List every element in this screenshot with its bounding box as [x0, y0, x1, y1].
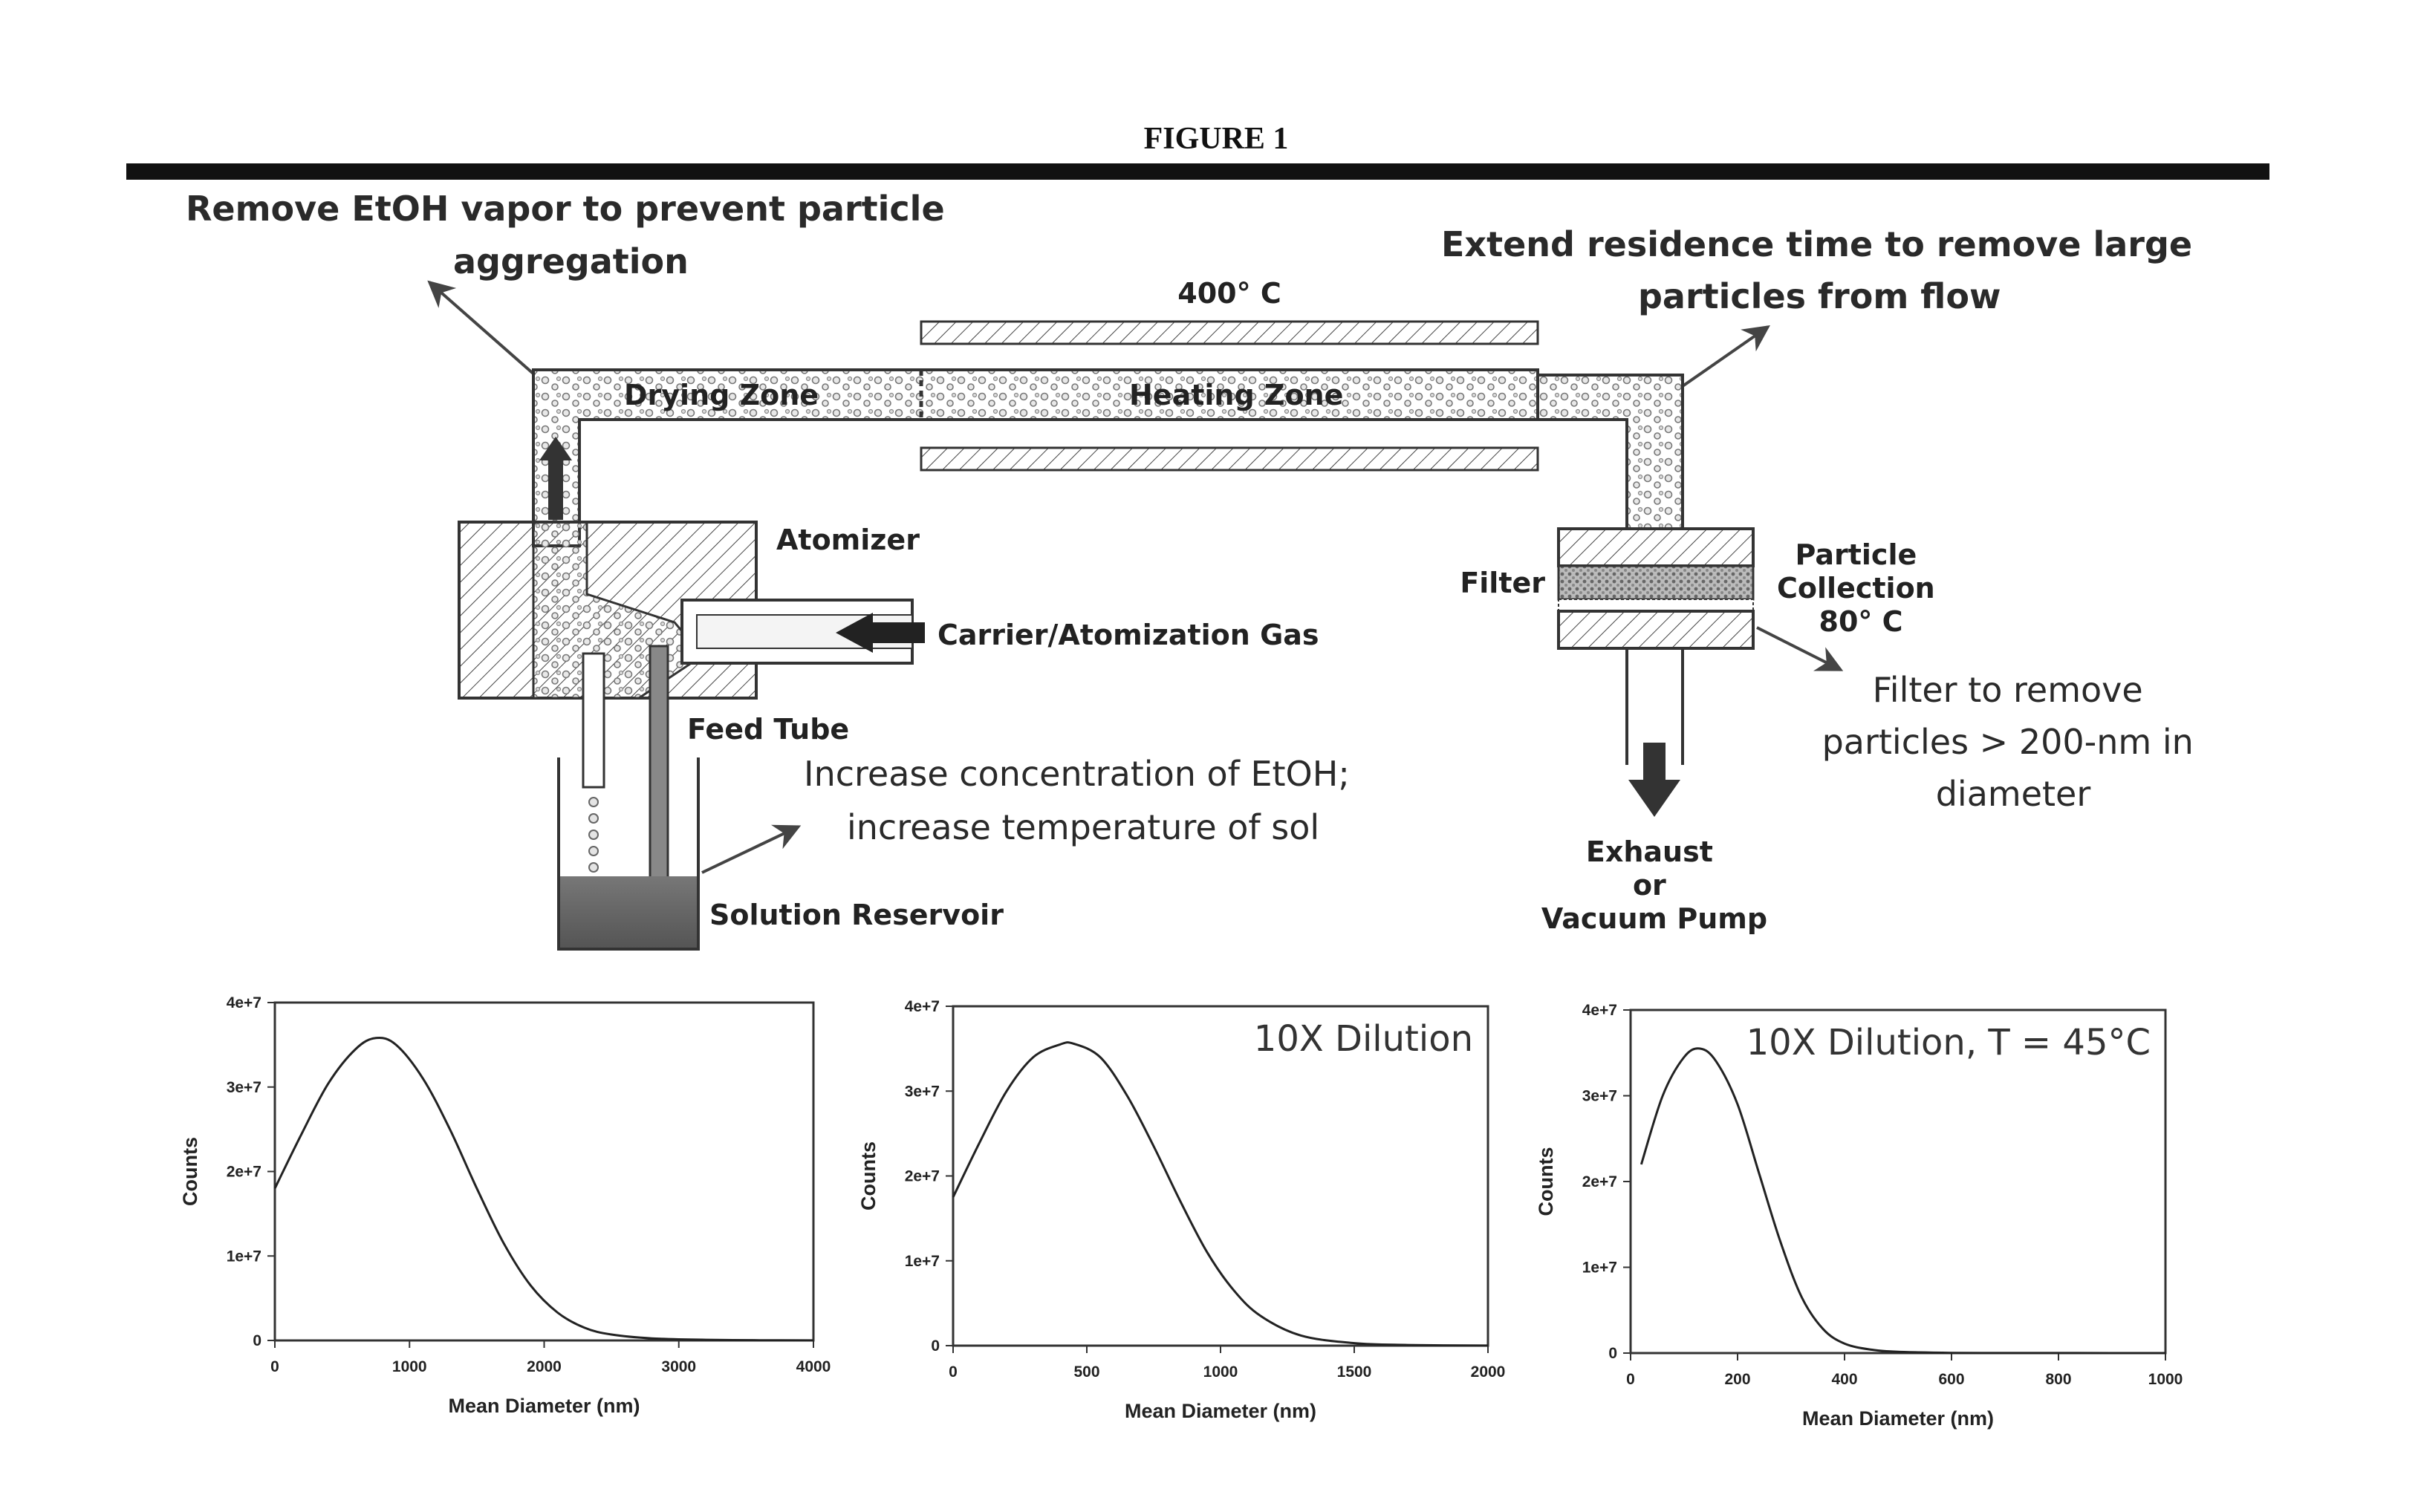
x-tick-label: 0 — [1626, 1371, 1635, 1388]
y-axis-label: Counts — [179, 1137, 201, 1206]
y-tick-label: 1e+7 — [905, 1253, 940, 1270]
exhaust-line3: Vacuum Pump — [1541, 902, 1767, 935]
series-line — [275, 1037, 813, 1340]
y-tick-label: 0 — [931, 1337, 940, 1355]
feed-tube-label: Feed Tube — [687, 713, 849, 746]
x-tick-label: 1000 — [392, 1358, 427, 1375]
series-line — [953, 1043, 1488, 1346]
solution-reservoir-label: Solution Reservoir — [709, 899, 1004, 931]
atomizer-label: Atomizer — [776, 524, 920, 556]
figure-title: FIGURE 1 — [1144, 122, 1289, 156]
chart-1: 0 1e+7 2e+7 3e+7 4e+7 0 1000 2000 3000 4000Mean D… — [179, 994, 831, 1417]
x-tick-label: 600 — [1938, 1371, 1964, 1388]
chart-3: 0 1e+7 2e+7 3e+7 4e+7 0 200 400 600 800 1000Mean D… — [1535, 1002, 2183, 1430]
y-tick-label: 0 — [1608, 1345, 1617, 1362]
particle-collection-line2: Collection — [1777, 572, 1935, 605]
note-concentration-line2: increase temperature of sol — [847, 807, 1319, 847]
heater-jacket-top — [921, 322, 1538, 344]
y-tick-label: 1e+7 — [1582, 1260, 1617, 1277]
chart-title: 10X Dilution — [1254, 1018, 1473, 1060]
feed-tube — [650, 646, 668, 884]
y-tick-label: 4e+7 — [227, 994, 261, 1011]
size-distribution-charts: 01e+72e+73e+74e+701000200030004000Mean D… — [179, 994, 2183, 1430]
note-filter-line2: particles > 200-nm in — [1822, 722, 2194, 762]
x-tick-label: 200 — [1724, 1371, 1750, 1388]
outlet-tube — [1538, 375, 1683, 529]
note-residence-line2: particles from flow — [1638, 276, 2001, 316]
x-tick-label: 400 — [1831, 1371, 1857, 1388]
note-residence-line1: Extend residence time to remove large — [1441, 224, 2192, 264]
drip-tube — [583, 654, 604, 787]
x-tick-label: 3000 — [661, 1358, 696, 1375]
y-tick-label: 2e+7 — [227, 1164, 261, 1181]
particle-collection-label: Particle Collection 80° C — [1777, 538, 1945, 638]
x-tick-label: 2000 — [1471, 1363, 1506, 1381]
x-tick-label: 4000 — [796, 1358, 831, 1375]
x-tick-label: 1000 — [1203, 1363, 1238, 1381]
plot-frame — [275, 1003, 813, 1340]
exhaust-label: Exhaust or Vacuum Pump — [1541, 835, 1767, 935]
y-axis-label: Counts — [1535, 1147, 1557, 1216]
y-tick-label: 4e+7 — [905, 998, 940, 1015]
header-rule — [126, 163, 2269, 180]
particle-collection-line1: Particle — [1796, 538, 1917, 571]
y-tick-label: 0 — [253, 1332, 261, 1349]
chart-2: 0 1e+7 2e+7 3e+7 4e+7 0 500 1000 1500 2000Mean Di… — [857, 998, 1505, 1422]
filter-assembly — [1559, 529, 1753, 765]
y-tick-label: 2e+7 — [905, 1168, 940, 1185]
y-tick-label: 3e+7 — [905, 1083, 940, 1100]
x-tick-label: 1500 — [1337, 1363, 1372, 1381]
note-remove-etoh-line2: aggregation — [453, 241, 689, 281]
y-axis-label: Counts — [857, 1141, 880, 1210]
droplets — [589, 798, 598, 872]
exhaust-line2: or — [1633, 869, 1666, 902]
x-axis-label: Mean Diameter (nm) — [1125, 1400, 1316, 1422]
arrow-residence-time — [1683, 327, 1768, 386]
exhaust-arrow — [1628, 743, 1680, 817]
arrow-concentration — [702, 827, 799, 873]
note-remove-etoh: Remove EtOH vapor to prevent particle ag… — [186, 189, 957, 281]
exhaust-line1: Exhaust — [1586, 835, 1713, 868]
carrier-gas-label: Carrier/Atomization Gas — [937, 619, 1319, 651]
y-tick-label: 3e+7 — [1582, 1088, 1617, 1105]
note-concentration-line1: Increase concentration of EtOH; — [804, 754, 1350, 794]
y-tick-label: 4e+7 — [1582, 1002, 1617, 1019]
x-tick-label: 1000 — [2148, 1371, 2183, 1388]
x-tick-label: 2000 — [527, 1358, 562, 1375]
note-filter-line3: diameter — [1936, 774, 2091, 814]
drying-zone-label: Drying Zone — [624, 379, 819, 411]
x-tick-label: 800 — [2045, 1371, 2071, 1388]
x-tick-label: 0 — [949, 1363, 958, 1381]
x-axis-label: Mean Diameter (nm) — [1802, 1407, 1994, 1430]
particle-collection-line3: 80° C — [1819, 605, 1903, 638]
chart-title: 10X Dilution, T = 45°C — [1746, 1022, 2151, 1063]
note-concentration: Increase concentration of EtOH; increase… — [804, 754, 1360, 847]
heater-jacket-bottom — [921, 448, 1538, 470]
note-remove-etoh-line1: Remove EtOH vapor to prevent particle — [186, 189, 945, 229]
solution-liquid — [560, 876, 697, 948]
process-diagram: Remove EtOH vapor to prevent particle ag… — [186, 189, 2204, 949]
y-tick-label: 3e+7 — [227, 1079, 261, 1096]
series-line — [1641, 1049, 2165, 1353]
x-tick-label: 500 — [1073, 1363, 1099, 1381]
note-residence-time: Extend residence time to remove large pa… — [1441, 224, 2204, 316]
x-tick-label: 0 — [270, 1358, 279, 1375]
y-tick-label: 1e+7 — [227, 1248, 261, 1265]
y-tick-label: 2e+7 — [1582, 1173, 1617, 1190]
arrow-remove-etoh — [429, 282, 535, 375]
note-filter-line1: Filter to remove — [1873, 670, 2143, 710]
heating-zone-label: Heating Zone — [1129, 379, 1343, 411]
x-axis-label: Mean Diameter (nm) — [448, 1395, 640, 1417]
filter-label: Filter — [1460, 567, 1545, 599]
heater-temperature: 400° C — [1177, 277, 1281, 310]
note-filter: Filter to remove particles > 200-nm in d… — [1822, 670, 2205, 814]
